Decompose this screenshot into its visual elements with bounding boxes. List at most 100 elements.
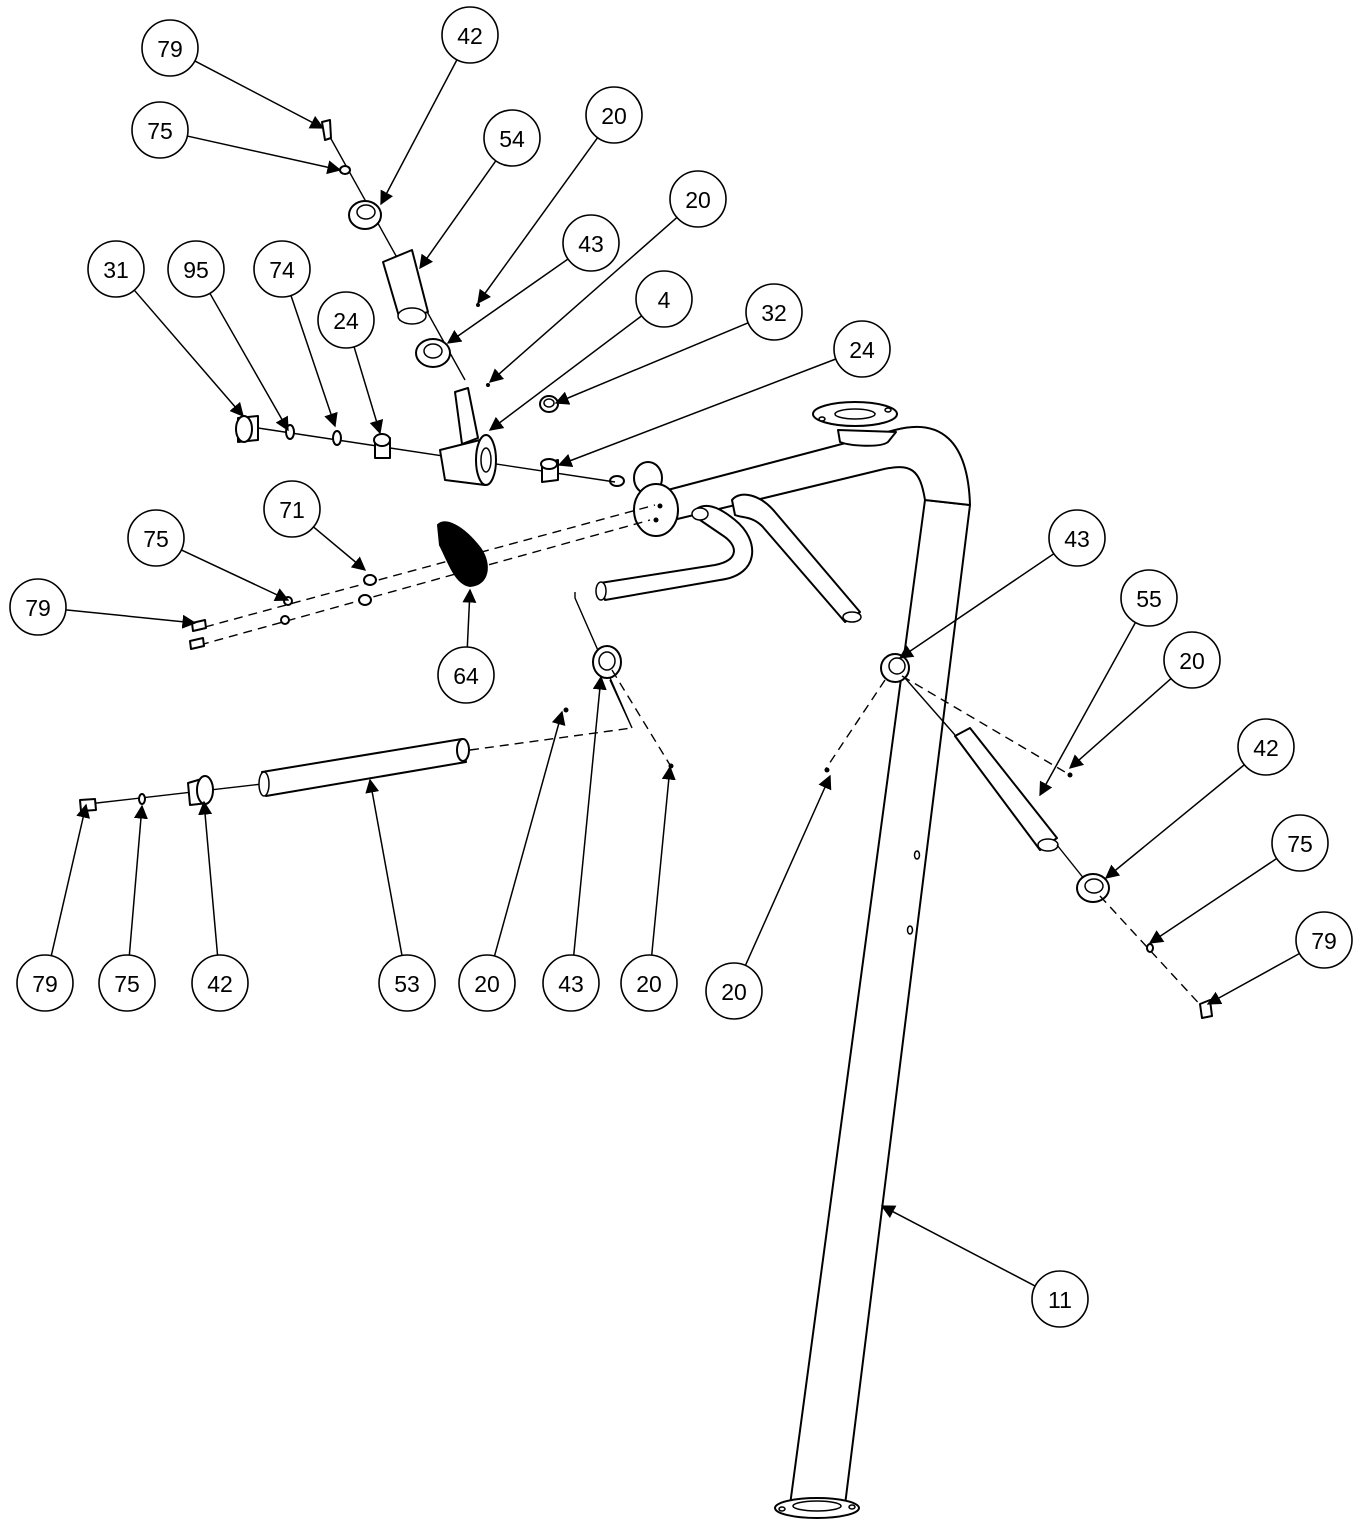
callout-leader-13 [557,358,837,468]
callout-leader-26 [128,804,148,956]
callout-bubble-1 [141,19,199,77]
lower-left-handle [79,592,674,812]
callout-leader-33 [880,1205,1036,1287]
callout-leader-21 [1068,677,1172,769]
callout-label-6: 20 [685,187,711,213]
callout-leader-22 [1104,764,1245,879]
callout-leader-17 [65,609,197,629]
callout-label-16: 75 [143,526,169,552]
callout-label-13: 24 [849,337,875,363]
callout-leader-24 [1206,952,1300,1005]
callout-leader-7 [446,258,569,344]
callout-leader-3 [187,135,342,175]
callout-bubble-4 [483,109,541,167]
callout-leader-25 [50,803,90,956]
callout-bubble-16 [127,509,185,567]
callout-label-1: 79 [157,36,183,62]
callout-bubble-2 [441,6,499,64]
callout-leader-32 [744,774,832,966]
callout-bubble-20 [1120,569,1178,627]
callout-leader-20 [1039,622,1137,797]
callout-bubble-6 [669,170,727,228]
callout-leader-15 [313,526,367,571]
callout-label-2: 42 [457,23,483,49]
callout-bubble-11 [635,270,693,328]
callout-label-33: 11 [1048,1287,1072,1313]
callout-bubble-12 [745,283,803,341]
callout-label-20: 55 [1136,586,1162,612]
callout-leader-19 [898,553,1055,659]
callout-bubble-15 [263,480,321,538]
callout-bubble-23 [1271,814,1329,872]
grip-fasteners [189,504,656,650]
callout-label-18: 64 [453,663,479,689]
callout-leader-12 [554,322,749,405]
callout-leader-5 [477,137,599,305]
callout-leader-31 [650,765,676,956]
callout-bubble-3 [131,101,189,159]
callout-bubble-30 [542,954,600,1012]
callout-leader-27 [198,800,219,956]
callout-label-14: 24 [333,308,359,334]
callout-bubble-29 [458,954,516,1012]
callout-label-4: 54 [499,126,525,152]
callout-bubble-22 [1237,718,1295,776]
callout-bubble-19 [1048,509,1106,567]
callout-bubble-21 [1163,631,1221,689]
callout-bubble-25 [16,954,74,1012]
frame-upright-tube [774,499,971,1519]
callout-label-9: 95 [183,257,209,283]
callout-bubble-10 [253,240,311,298]
callout-leader-18 [462,588,477,648]
callout-bubble-8 [87,240,145,298]
callout-bubble-33 [1031,1270,1089,1328]
hand-grip [436,521,488,588]
pivot-plate-assembly [609,461,679,537]
callout-leader-1 [194,60,325,129]
callout-label-11: 4 [658,287,671,313]
callout-label-24: 79 [1311,928,1337,954]
callout-leader-6 [488,216,678,383]
callout-bubble-13 [833,320,891,378]
callout-label-27: 42 [207,971,233,997]
callout-bubble-26 [98,954,156,1012]
callout-bubble-9 [167,240,225,298]
callout-label-10: 74 [269,257,295,283]
callout-label-26: 75 [114,971,140,997]
callout-bubble-24 [1295,911,1353,969]
callout-bubble-18 [437,646,495,704]
callout-leader-14 [353,346,384,435]
callout-leader-23 [1148,857,1278,944]
callout-label-23: 75 [1287,831,1313,857]
callout-label-19: 43 [1064,526,1090,552]
callout-bubble-14 [317,291,375,349]
callout-bubble-17 [9,578,67,636]
callout-leader-28 [365,778,403,956]
callout-leader-4 [419,160,497,270]
callout-label-3: 75 [147,118,173,144]
callout-bubble-28 [378,954,436,1012]
callout-leader-29 [493,710,566,957]
frame-curved-handle [595,504,754,601]
callout-label-15: 71 [279,497,305,523]
callout-bubble-32 [705,962,763,1020]
callout-label-8: 31 [103,257,129,283]
callout-label-32: 20 [721,979,747,1005]
frame-side-tube [731,493,862,623]
callout-label-17: 79 [25,595,51,621]
callout-bubble-5 [585,86,643,144]
right-tube-assembly [824,653,1213,1019]
callout-label-28: 53 [394,971,420,997]
callout-leader-16 [181,549,290,601]
callout-leader-30 [572,675,607,956]
callout-bubble-31 [620,954,678,1012]
callout-label-31: 20 [636,971,662,997]
callout-label-5: 20 [601,103,627,129]
callout-leader-10 [290,295,338,428]
callout-label-25: 79 [32,971,58,997]
callout-label-30: 43 [558,971,584,997]
callout-label-22: 42 [1253,735,1279,761]
callout-label-7: 43 [578,231,604,257]
